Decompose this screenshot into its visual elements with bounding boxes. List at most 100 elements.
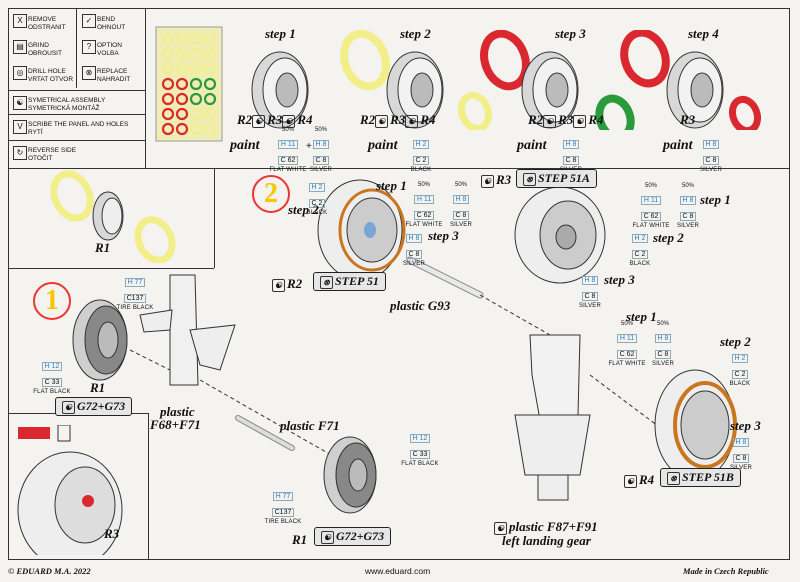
photo-etch-sheet bbox=[155, 26, 223, 142]
r1-label-2: R1 bbox=[292, 532, 308, 547]
instruction-sheet bbox=[8, 8, 790, 560]
plastic-label-1b: F68+F71 bbox=[150, 417, 201, 432]
drill-icon: ◎ bbox=[13, 66, 27, 80]
wheel-step3 bbox=[480, 30, 635, 130]
top-step4-label: step 4 bbox=[688, 26, 719, 41]
reverse-icon: ↻ bbox=[13, 146, 27, 160]
mid-step3: step 3 bbox=[428, 228, 459, 243]
remove-icon: X bbox=[13, 14, 27, 28]
r4-label: ☯R4 bbox=[624, 472, 654, 488]
replace-icon: ⊗ bbox=[82, 66, 96, 80]
step51a-box: ⊗STEP 51A bbox=[516, 169, 597, 188]
divider bbox=[8, 268, 214, 270]
footer-made-in: Made in Czech Republic bbox=[683, 566, 769, 576]
wheel-step1 bbox=[251, 51, 309, 129]
mid-step1: step 1 bbox=[376, 178, 407, 193]
grind-icon: ▤ bbox=[13, 40, 27, 54]
assembly-2-diagram bbox=[317, 179, 737, 501]
divider bbox=[148, 413, 150, 560]
lower-step1: step 1 bbox=[626, 309, 657, 324]
left-landing-gear-label: left landing gear bbox=[502, 533, 591, 548]
step51b-box: ⊗STEP 51B bbox=[660, 468, 741, 487]
footer-url: www.eduard.com bbox=[365, 566, 431, 576]
divider bbox=[214, 168, 216, 268]
top-step1-label: step 1 bbox=[265, 26, 296, 41]
mid-step2: step 2 bbox=[288, 202, 319, 217]
parts-label-2: R2☯R3☯R4 bbox=[360, 112, 436, 128]
plastic-g93-label: plastic G93 bbox=[390, 298, 451, 313]
scribe-icon: V bbox=[13, 120, 27, 134]
wheel-step4 bbox=[620, 30, 762, 130]
step-number-1: 1 bbox=[33, 282, 71, 320]
r1-wheel-diagram bbox=[50, 170, 176, 263]
plastic-label-1: plastic bbox=[160, 404, 195, 419]
step51-box: ⊗STEP 51 bbox=[313, 272, 386, 291]
wheel-step2 bbox=[340, 30, 493, 130]
paint-label-1: paint bbox=[230, 138, 260, 153]
plastic-f71-label: plastic F71 bbox=[280, 418, 340, 433]
r1-label-1: R1 bbox=[90, 380, 106, 395]
right-step3: step 3 bbox=[604, 272, 635, 287]
divider bbox=[145, 8, 147, 168]
part-g72-g73-2: ☯G72+G73 bbox=[314, 527, 392, 546]
r3-label-mid: ☯R3 bbox=[481, 172, 511, 188]
r3-label-corner: R3 bbox=[104, 526, 120, 541]
plus: + bbox=[306, 141, 312, 152]
right-step1: step 1 bbox=[700, 192, 731, 207]
paint-label-3: paint bbox=[517, 138, 547, 153]
paint-label-2: paint bbox=[368, 138, 398, 153]
parts-label-3: R2☯R3☯R4 bbox=[528, 112, 604, 128]
footer-copyright: © EDUARD M.A. 2022 bbox=[8, 566, 91, 576]
r1-label-small: R1 bbox=[95, 240, 111, 255]
lower-step3: step 3 bbox=[730, 418, 761, 433]
step-number-2: 2 bbox=[252, 175, 290, 213]
r3-wheel-diagram bbox=[17, 425, 123, 555]
top-step3-label: step 3 bbox=[555, 26, 586, 41]
parts-label-1: R2☯R3☯R4 bbox=[237, 112, 313, 128]
plastic-f87-label: ☯plastic F87+F91 bbox=[494, 519, 598, 535]
paint-label-4: paint bbox=[663, 138, 693, 153]
lower-step2: step 2 bbox=[720, 334, 751, 349]
r2-label: ☯R2 bbox=[272, 276, 302, 292]
right-step2: step 2 bbox=[653, 230, 684, 245]
option-icon: ? bbox=[82, 40, 96, 54]
divider bbox=[8, 168, 790, 170]
bend-icon: ✓ bbox=[82, 14, 96, 28]
assembly-1-diagram bbox=[72, 274, 377, 514]
top-step2-label: step 2 bbox=[400, 26, 431, 41]
parts-label-4: R3 bbox=[680, 112, 696, 127]
symmetry-icon: ☯ bbox=[13, 96, 27, 110]
part-g72-g73-1: ☯G72+G73 bbox=[55, 397, 133, 416]
top-wheels bbox=[251, 30, 762, 130]
